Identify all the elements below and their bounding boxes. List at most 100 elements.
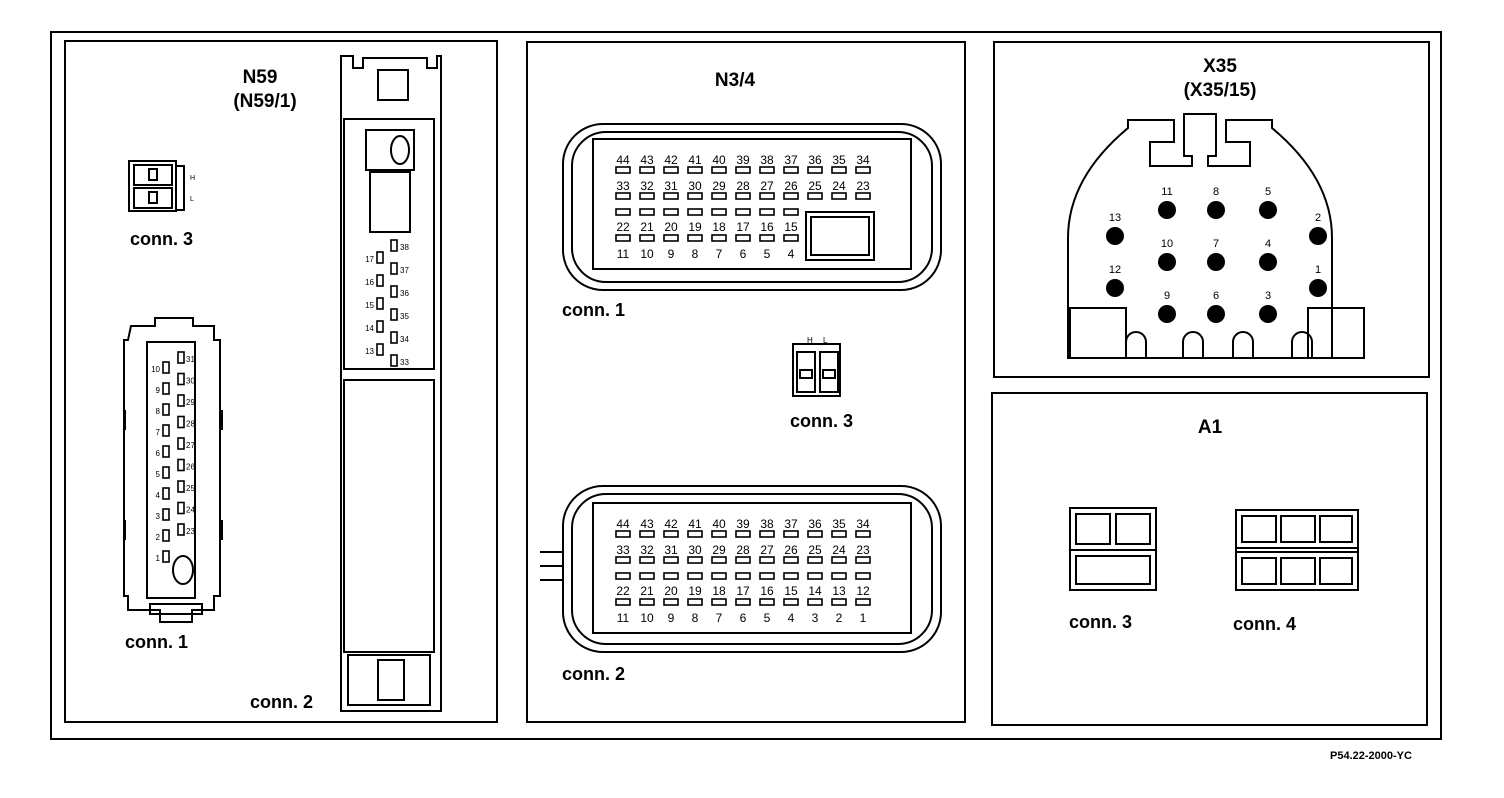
n34-conn2-pins-label-3: 3	[812, 611, 819, 625]
n59-conn1-label-3: 3	[156, 512, 161, 521]
n34-conn2-pins-label-36: 36	[808, 517, 822, 531]
n34-conn1-pins-pin-44	[615, 166, 631, 174]
n34-conn2-pins-pin-3	[807, 598, 823, 606]
n34-conn1-pins-label-10: 10	[640, 247, 654, 261]
n59-conn1-pin-23	[177, 523, 185, 536]
n34-conn2-pins-label-43: 43	[640, 517, 654, 531]
x35-label-8: 8	[1213, 186, 1219, 198]
n34-conn2-pins-pin-37	[783, 530, 799, 538]
n34-conn1-pins-label-30: 30	[688, 179, 702, 193]
n34-conn1-pins-label-21: 21	[640, 220, 654, 234]
n59-conn1-label-2: 2	[156, 533, 161, 542]
n34-conn2	[540, 485, 942, 653]
n59-conn1-pin-24	[177, 501, 185, 515]
n34-conn1-pins-pin-15	[783, 208, 799, 216]
n59-conn3-mark-h: H	[190, 175, 195, 182]
n34-conn2-pins-pin-4	[783, 598, 799, 606]
n34-conn1-pins-pin-4	[783, 234, 799, 242]
n34-conn1-pins-label-40: 40	[712, 153, 726, 167]
n34-conn2-pins-label-24: 24	[832, 543, 846, 557]
a1-conn3	[1069, 507, 1157, 591]
x35-label-9: 9	[1164, 290, 1170, 302]
n34-conn2-pins-label-42: 42	[664, 517, 678, 531]
n59-conn1-label-9: 9	[156, 386, 161, 395]
n34-conn1-pins-label-25: 25	[808, 179, 822, 193]
n59-conn1-label-4: 4	[156, 491, 161, 500]
n34-conn1-pins-pin-25	[807, 192, 823, 200]
n59-conn1-label-8: 8	[156, 407, 161, 416]
n34-conn2-pins-pin-44	[615, 530, 631, 538]
n34-conn2-pins-pin-14	[807, 572, 823, 580]
n34-conn1-pins-label-38: 38	[760, 153, 774, 167]
x35-label-12: 12	[1109, 264, 1121, 276]
n59-conn2-label-14: 14	[365, 324, 374, 333]
n34-conn2-pins-label-9: 9	[668, 611, 675, 625]
n34-conn1-pins-label-44: 44	[616, 153, 630, 167]
n59-conn3-mark-l: L	[190, 196, 194, 203]
n34-conn2-pins-label-15: 15	[784, 584, 798, 598]
n34-conn2-pins-label-26: 26	[784, 543, 798, 557]
n34-conn2-pins-pin-5	[759, 598, 775, 606]
n59-conn2-label-15: 15	[365, 301, 374, 310]
n34-conn2-pins-pin-25	[807, 556, 823, 564]
n34-conn1-pins-label-17: 17	[736, 220, 750, 234]
n34-conn1-pins-label-23: 23	[856, 179, 870, 193]
n34-conn1-pins-label-28: 28	[736, 179, 750, 193]
n34-conn1-pins-pin-18	[711, 208, 727, 216]
n59-conn1-pin-31	[177, 351, 185, 364]
n34-conn2-pins-label-30: 30	[688, 543, 702, 557]
n34-title: N3/4	[714, 70, 756, 91]
n34-conn2-pins-pin-6	[735, 598, 751, 606]
n59-conn1-pin-26	[177, 458, 185, 472]
n59-conn2-label-34: 34	[400, 335, 409, 344]
n34-conn2-pins-pin-29	[711, 556, 727, 564]
n34-conn2-pins-label-8: 8	[692, 611, 699, 625]
n34-conn2-pins-label-38: 38	[760, 517, 774, 531]
n34-conn1-pins-pin-37	[783, 166, 799, 174]
n34-conn1-pins-pin-35	[831, 166, 847, 174]
n34-conn2-pins-pin-36	[807, 530, 823, 538]
n34-conn2-pins-label-12: 12	[856, 584, 870, 598]
n34-conn2-pins-pin-42	[663, 530, 679, 538]
n34-conn2-pins-pin-13	[831, 572, 847, 580]
n59-conn2-pin-14	[376, 320, 384, 333]
x35-pin-7	[1207, 253, 1225, 271]
x35-label-2: 2	[1315, 212, 1321, 224]
n59-conn2-pin-13	[376, 343, 384, 356]
n34-conn2-pins-label-39: 39	[736, 517, 750, 531]
n34-conn1-pins-pin-10	[639, 234, 655, 242]
n59-conn2-label-36: 36	[400, 289, 409, 298]
n34-conn2-pins-label-2: 2	[836, 611, 843, 625]
x35-label-3: 3	[1265, 290, 1271, 302]
n34-conn1-pins-label-41: 41	[688, 153, 702, 167]
n34-conn1-pins-pin-11	[615, 234, 631, 242]
n59-conn2-pin-17	[376, 251, 384, 264]
n59-conn2-pin-15	[376, 297, 384, 310]
n34-conn3-label: conn. 3	[790, 411, 854, 431]
n34-conn2-pins-label-4: 4	[788, 611, 795, 625]
n34-conn2-pins-label-31: 31	[664, 543, 678, 557]
n34-conn1-pins-label-20: 20	[664, 220, 678, 234]
n59-conn2-pin-37	[390, 262, 398, 275]
x35-pin-12	[1106, 279, 1124, 297]
n34-conn2-pins-label-32: 32	[640, 543, 654, 557]
n34-conn1-pins-pin-34	[855, 166, 871, 174]
n59-conn1-label-24: 24	[186, 506, 195, 515]
n34-conn2-pins-pin-12	[855, 572, 871, 580]
n34-conn2-pins-pin-21	[639, 572, 655, 580]
a1-title: A1	[1197, 417, 1223, 438]
n34-conn1-pins-label-8: 8	[692, 247, 699, 261]
n34-conn2-pins-label-41: 41	[688, 517, 702, 531]
x35-label-6: 6	[1213, 290, 1219, 302]
n59-conn2-label-37: 37	[400, 266, 409, 275]
n34-conn1-pins-pin-42	[663, 166, 679, 174]
n34-conn2-pins-label-19: 19	[688, 584, 702, 598]
n34-conn2-pins-pin-2	[831, 598, 847, 606]
n59-conn1-label-29: 29	[186, 398, 195, 407]
n59-conn2-label-16: 16	[365, 278, 374, 287]
x35-title: X35	[1203, 56, 1237, 77]
x35-pin-6	[1207, 305, 1225, 323]
n34-conn1-pins-pin-23	[855, 192, 871, 200]
x35-connector	[1067, 113, 1365, 359]
